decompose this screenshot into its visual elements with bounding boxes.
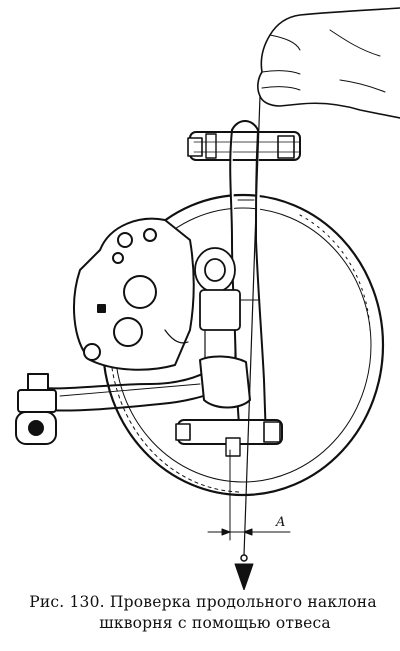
caption-line-1: Рис. 130. Проверка продольного наклона <box>29 593 377 611</box>
caption-line-2: шкворня с помощью отвеса <box>99 614 331 632</box>
hand <box>257 7 400 119</box>
lower-arm <box>39 369 216 412</box>
plumb-line <box>243 95 261 556</box>
plumb-bob <box>234 554 254 591</box>
upper-ball-joint <box>187 131 301 161</box>
hub <box>194 247 241 361</box>
brake-caliper <box>73 217 195 371</box>
suspension-plumb-line-drawing: A <box>15 7 400 591</box>
figure-illustration: A <box>15 7 400 591</box>
figure-caption: Рис. 130. Проверка продольного наклона ш… <box>0 592 400 634</box>
lower-ball-joint <box>175 355 283 457</box>
tie-rod-end <box>15 373 57 445</box>
dimension-a-label: A <box>275 515 285 530</box>
dimension-a <box>207 528 291 536</box>
